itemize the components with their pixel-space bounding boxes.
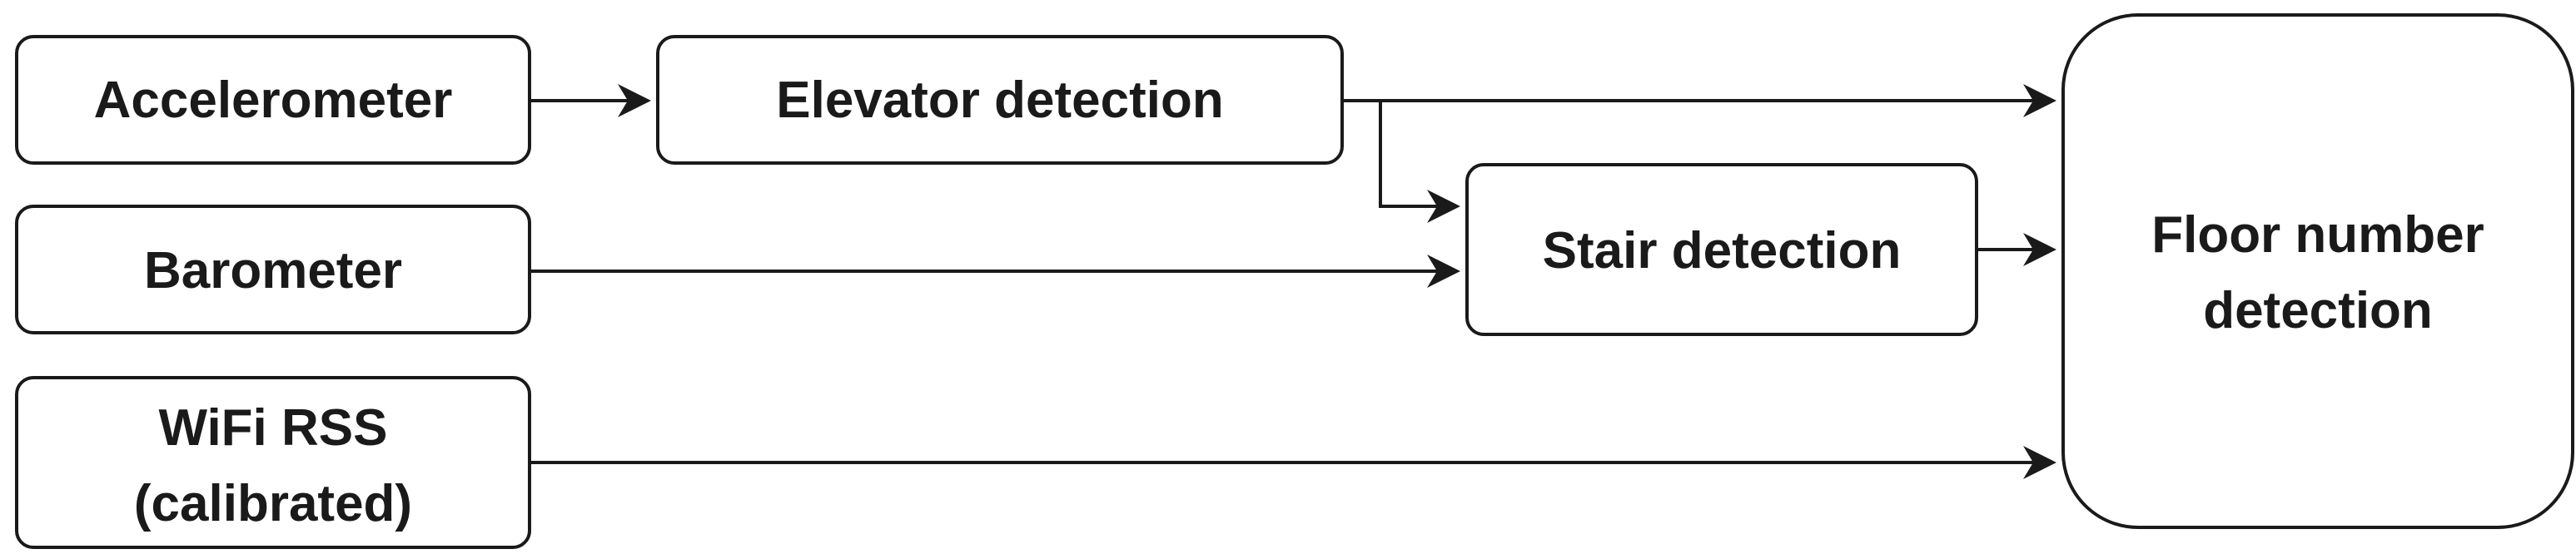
node-floor-number-detection-label-line2: detection [2203,282,2433,339]
node-barometer-box [15,205,531,334]
edges [530,84,2056,479]
edge-elevator-detection-to-stair-detection [1379,101,1460,223]
node-barometer-label: Barometer [144,242,402,299]
node-accelerometer-label: Accelerometer [94,72,453,129]
node-barometer: Barometer [15,205,531,334]
node-wifi-rss: WiFi RSS (calibrated) [15,376,531,549]
node-accelerometer: Accelerometer [15,35,531,165]
node-stair-detection: Stair detection [1465,163,1978,336]
node-floor-number-detection-label-line1: Floor number [2151,206,2484,264]
node-elevator-detection-box [656,35,1344,165]
node-stair-detection-label: Stair detection [1543,222,1902,279]
node-floor-number-detection-box [2061,13,2574,529]
node-accelerometer-box [15,35,531,165]
node-stair-detection-box [1465,163,1978,336]
node-elevator-detection-label: Elevator detection [776,72,1223,129]
node-wifi-rss-label-line1: WiFi RSS [158,399,387,457]
node-wifi-rss-box [15,376,531,549]
node-wifi-rss-label-line2: (calibrated) [134,475,412,532]
node-elevator-detection: Elevator detection [656,35,1344,165]
node-floor-number-detection: Floor number detection [2061,13,2574,529]
